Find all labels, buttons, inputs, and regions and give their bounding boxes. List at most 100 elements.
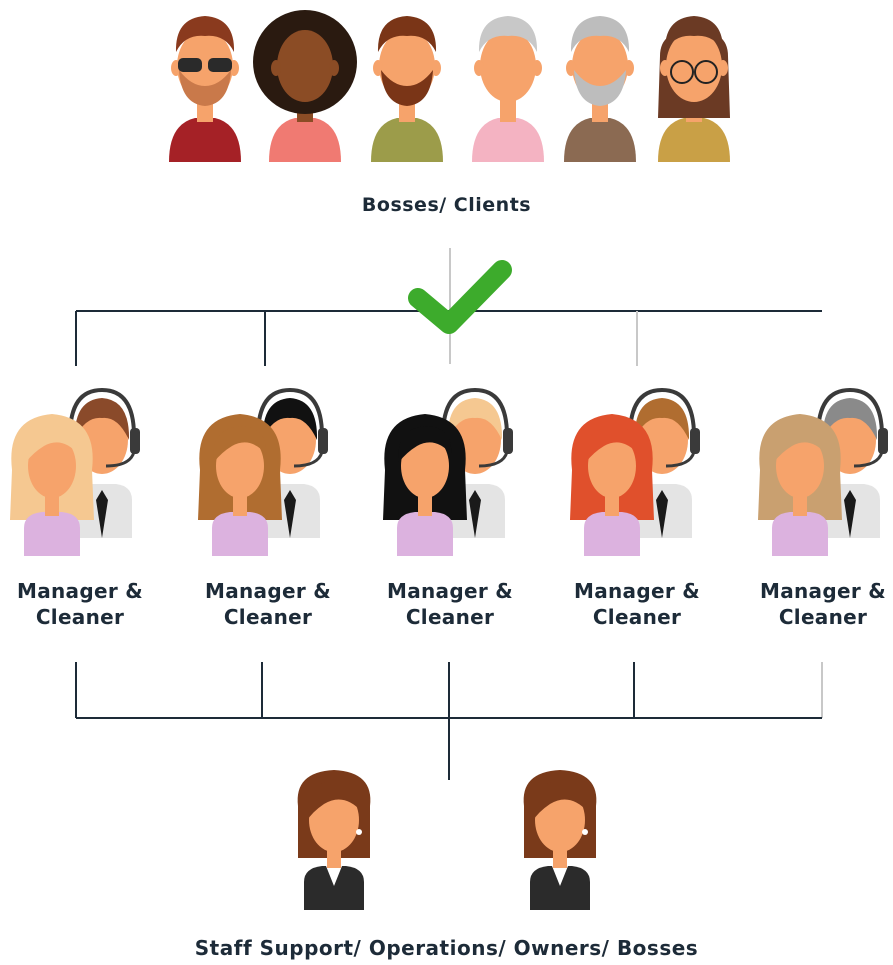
pair-label-3: Manager & Cleaner — [370, 578, 530, 630]
boss-curly-woman-icon — [253, 10, 357, 162]
woman-blouse — [772, 512, 828, 556]
boss-bearded-man-icon — [371, 16, 443, 162]
woman-neck — [605, 492, 619, 516]
businesswoman-earring — [582, 829, 588, 835]
boss-grandpa-icon — [564, 16, 636, 162]
bottom-group-label: Staff Support/ Operations/ Owners/ Bosse… — [194, 936, 699, 960]
pair-label-5-line1: Manager & — [760, 579, 886, 603]
avatar-ear-left — [566, 60, 576, 76]
manager-woman-icon — [758, 414, 842, 556]
avatar-hair — [377, 16, 437, 52]
manager-woman-icon — [570, 414, 654, 556]
woman-blouse — [24, 512, 80, 556]
avatar-face — [480, 30, 536, 102]
woman-fringe — [398, 426, 452, 462]
businesswoman-suit — [530, 866, 590, 910]
avatar-hair — [478, 16, 538, 52]
middle-group-avatars — [10, 387, 888, 556]
headset-ear-right — [318, 428, 328, 454]
headset-band — [628, 387, 696, 437]
woman-fringe — [585, 426, 639, 462]
businesswoman-fringe — [305, 780, 363, 822]
pair-label-1-line1: Manager & — [17, 579, 143, 603]
headset-mic — [478, 451, 509, 468]
manager-cleaner-pair-2 — [198, 387, 328, 556]
avatar-face — [666, 30, 722, 102]
avatar-ear-left — [271, 60, 281, 76]
staff-businesswoman-1-icon — [297, 770, 371, 910]
pair-label-4-line2: Cleaner — [592, 605, 682, 629]
woman-face — [28, 434, 76, 498]
bottom-group-avatars — [297, 770, 597, 910]
top-group-label: Bosses/ Clients — [361, 194, 532, 216]
businesswoman-earring — [356, 829, 362, 835]
avatar-beard — [574, 70, 626, 106]
manager-cleaner-pair-5 — [758, 387, 888, 556]
avatar-ear-right — [431, 60, 441, 76]
headset-ear-right — [690, 428, 700, 454]
headset-mic — [105, 451, 136, 468]
woman-face — [776, 434, 824, 498]
avatar-beard — [381, 70, 433, 106]
pair-label-5: Manager & Cleaner — [743, 578, 893, 630]
pair-label-2-line1: Manager & — [205, 579, 331, 603]
avatar-shirt — [269, 118, 341, 162]
manager-woman-icon — [10, 414, 94, 556]
pair-label-3-line1: Manager & — [387, 579, 513, 603]
agent-tie — [284, 490, 296, 538]
staff-businesswoman-2-icon — [523, 770, 597, 910]
businesswoman-collar — [326, 866, 342, 886]
avatar-shirt — [658, 118, 730, 162]
agent-hair — [447, 398, 503, 440]
avatar-ear-left — [474, 60, 484, 76]
agent-tie — [96, 490, 108, 538]
woman-fringe — [213, 426, 267, 462]
woman-face — [401, 434, 449, 498]
checkmark-stroke — [408, 260, 512, 334]
top-group-avatars — [169, 10, 730, 162]
headset-band — [68, 387, 136, 437]
avatar-hair — [570, 16, 630, 52]
pair-label-2-line2: Cleaner — [223, 605, 313, 629]
headset-band — [816, 387, 884, 437]
woman-neck — [793, 492, 807, 516]
avatar-shirt — [472, 118, 544, 162]
pair-label-4-line1: Manager & — [574, 579, 700, 603]
pair-label-2: Manager & Cleaner — [188, 578, 348, 630]
businesswoman-suit — [304, 866, 364, 910]
headset-ear-right — [503, 428, 513, 454]
manager-cleaner-pair-4 — [570, 387, 700, 556]
sunglasses-left — [178, 58, 202, 72]
pair-label-5-line2: Cleaner — [778, 605, 868, 629]
woman-neck — [418, 492, 432, 516]
agent-hair — [262, 398, 318, 440]
avatar-ear-right — [329, 60, 339, 76]
woman-blouse — [584, 512, 640, 556]
avatar-shirt — [371, 118, 443, 162]
woman-face — [588, 434, 636, 498]
avatar-face — [277, 30, 333, 102]
headset-ear-right — [878, 428, 888, 454]
manager-woman-icon — [383, 414, 467, 556]
agent-hair — [634, 398, 690, 440]
headset-band — [441, 387, 509, 437]
woman-neck — [45, 492, 59, 516]
avatar-neck — [500, 96, 516, 122]
woman-blouse — [212, 512, 268, 556]
agent-tie — [844, 490, 856, 538]
woman-fringe — [773, 426, 827, 462]
avatar-shirt — [564, 118, 636, 162]
agent-tie — [656, 490, 668, 538]
manager-cleaner-pair-1 — [10, 387, 140, 556]
boss-hipster-icon — [169, 16, 241, 162]
avatar-hair — [175, 16, 235, 52]
manager-woman-icon — [198, 414, 282, 556]
avatar-ear-right — [624, 60, 634, 76]
sunglasses-right — [208, 58, 232, 72]
manager-cleaner-pair-3 — [383, 387, 513, 556]
avatar-ear-left — [373, 60, 383, 76]
pair-label-4: Manager & Cleaner — [557, 578, 717, 630]
pair-label-1: Manager & Cleaner — [0, 578, 160, 630]
glasses-left — [670, 60, 694, 84]
